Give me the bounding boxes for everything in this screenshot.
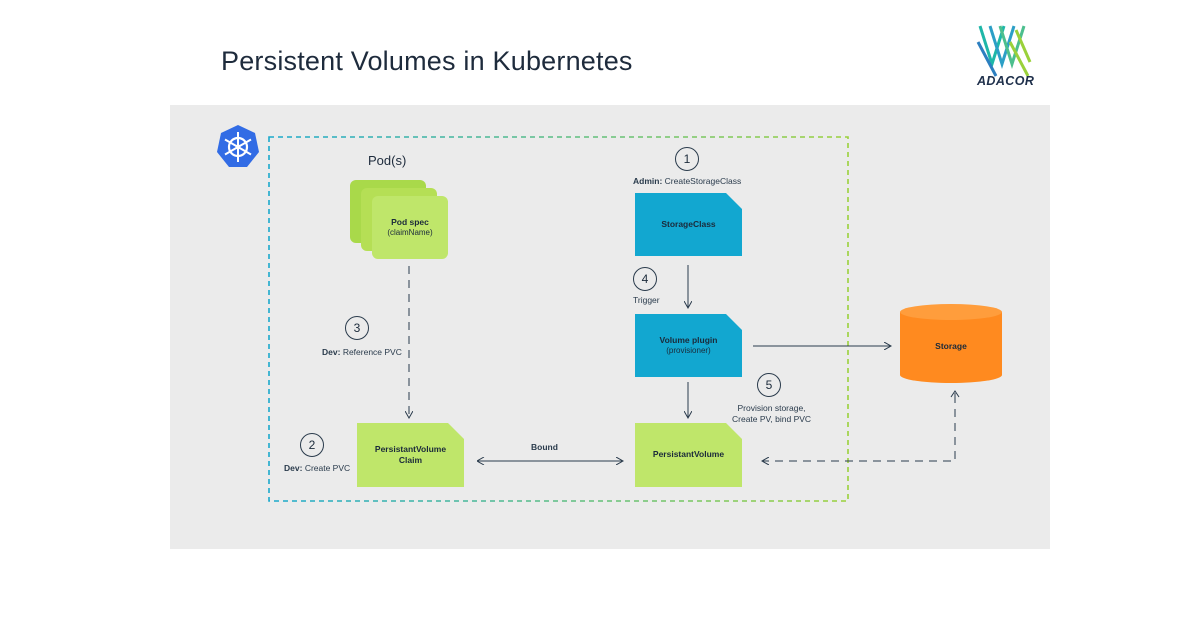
pod-stack bbox=[350, 180, 448, 259]
step-5-number: 5 bbox=[757, 373, 781, 397]
diagram-canvas bbox=[217, 125, 1002, 502]
arrow-storage-to-pv bbox=[763, 395, 956, 461]
persistent-volume-shape bbox=[635, 423, 742, 487]
logo-text: ADACOR bbox=[977, 74, 1035, 88]
step-5-label: Provision storage, Create PV, bind PVC bbox=[732, 403, 811, 426]
step-2-label: Dev: Create PVC bbox=[284, 463, 350, 473]
kubernetes-helm-icon bbox=[217, 125, 259, 167]
volume-plugin-subtitle: (provisioner) bbox=[666, 345, 711, 355]
pvc-line1: PersistantVolume bbox=[374, 443, 447, 454]
step-1-number: 1 bbox=[675, 147, 699, 171]
step-3-text: Reference PVC bbox=[342, 347, 402, 357]
step-3-label: Dev: Reference PVC bbox=[322, 347, 402, 357]
step-5-text2: Create PV, bind PVC bbox=[732, 414, 812, 425]
cluster-boundary bbox=[268, 136, 849, 502]
bound-label: Bound bbox=[531, 442, 558, 452]
step-2-number: 2 bbox=[300, 433, 324, 457]
step-4-number: 4 bbox=[633, 267, 657, 291]
storageclass-label: StorageClass bbox=[661, 218, 716, 229]
step-1-role: Admin: bbox=[633, 176, 663, 186]
pod-spec-subtitle: (claimName) bbox=[387, 227, 433, 237]
pvc-label: PersistantVolume Claim bbox=[357, 423, 464, 487]
volume-plugin-label: Volume plugin (provisioner) bbox=[635, 314, 742, 377]
pod-spec-title: Pod spec bbox=[391, 216, 429, 227]
step-1-label: Admin: CreateStorageClass bbox=[633, 176, 741, 186]
storageclass-shape bbox=[635, 193, 742, 256]
storage-label: Storage bbox=[935, 341, 967, 352]
volume-plugin-shape bbox=[635, 314, 742, 377]
adacor-logo-icon bbox=[976, 25, 1032, 77]
step-1-text: CreateStorageClass bbox=[664, 176, 742, 186]
step-3-role: Dev: bbox=[322, 347, 341, 357]
pvc-shape bbox=[357, 423, 464, 487]
storage-cylinder bbox=[900, 304, 1002, 383]
step-3-number: 3 bbox=[345, 316, 369, 340]
pods-title: Pod(s) bbox=[368, 153, 407, 168]
pvc-line2: Claim bbox=[398, 455, 423, 465]
step-2-role: Dev: bbox=[284, 463, 303, 473]
page-title: Persistent Volumes in Kubernetes bbox=[221, 46, 633, 76]
step-5-text: Provision storage, bbox=[737, 403, 806, 413]
volume-plugin-title: Volume plugin bbox=[659, 334, 718, 345]
diagram-panel: Pod(s) Pod spec (claimName) StorageClass… bbox=[170, 105, 1050, 549]
persistent-volume-label: PersistantVolume bbox=[652, 449, 725, 460]
step-4-label: Trigger bbox=[633, 295, 660, 305]
pod-spec-label: Pod spec (claimName) bbox=[372, 196, 448, 259]
step-2-text: Create PVC bbox=[304, 463, 351, 473]
